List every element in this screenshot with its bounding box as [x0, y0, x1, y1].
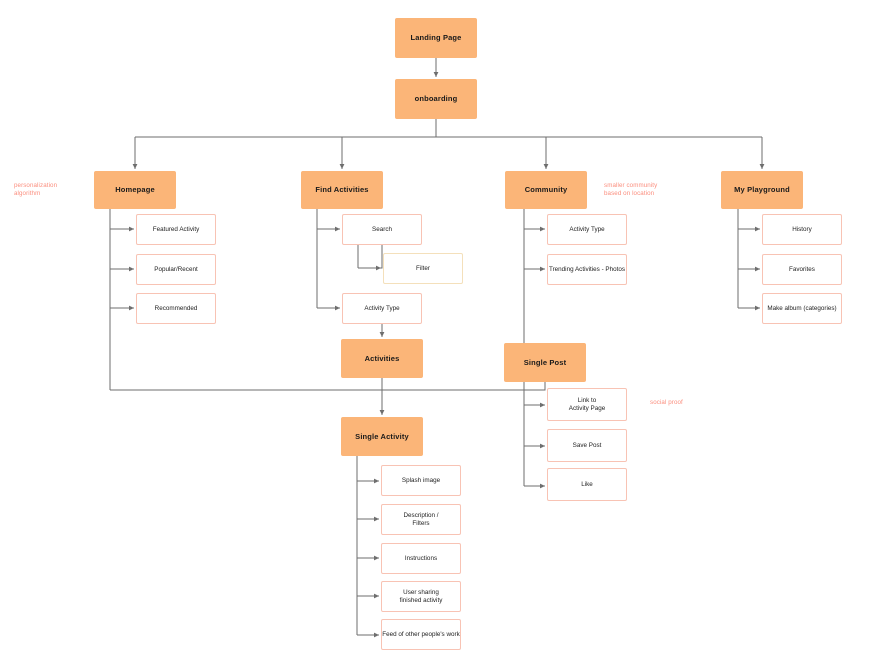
node-like[interactable]: Like — [547, 468, 627, 501]
node-filter[interactable]: Filter — [383, 253, 463, 284]
node-community[interactable]: Community — [505, 171, 587, 209]
node-label: Activities — [364, 353, 400, 363]
node-activity-type-find[interactable]: Activity Type — [342, 293, 422, 324]
annotation-smaller-community: smaller community based on location — [604, 182, 658, 198]
node-label: My Playground — [734, 185, 790, 195]
node-label: Instructions — [404, 554, 438, 562]
node-find-activities[interactable]: Find Activities — [301, 171, 383, 209]
node-featured-activity[interactable]: Featured Activity — [136, 214, 216, 245]
annotation-social-proof: social proof — [650, 399, 683, 406]
node-label: Activity Type — [364, 304, 400, 312]
node-favorites[interactable]: Favorites — [762, 254, 842, 285]
node-label: Make album (categories) — [767, 304, 837, 312]
node-single-activity[interactable]: Single Activity — [341, 417, 423, 456]
node-single-post[interactable]: Single Post — [504, 343, 586, 382]
node-trending-activities[interactable]: Trending Activities - Photos — [547, 254, 627, 285]
node-homepage[interactable]: Homepage — [94, 171, 176, 209]
node-user-sharing[interactable]: User sharing finished activity — [381, 581, 461, 612]
node-label: Link to Activity Page — [568, 396, 606, 412]
node-label: Homepage — [115, 185, 155, 195]
node-label: Activity Type — [569, 225, 605, 233]
node-label: Filter — [416, 264, 430, 272]
node-onboarding[interactable]: onboarding — [395, 79, 477, 119]
node-label: Description / Filters — [403, 511, 439, 527]
node-landing-page[interactable]: Landing Page — [395, 18, 477, 58]
node-label: Single Activity — [355, 431, 409, 441]
node-search[interactable]: Search — [342, 214, 422, 245]
node-splash-image[interactable]: Splash image — [381, 465, 461, 496]
node-label: Single Post — [523, 357, 567, 367]
node-label: Popular/Recent — [154, 265, 198, 273]
node-label: Search — [372, 225, 392, 233]
node-my-playground[interactable]: My Playground — [721, 171, 803, 209]
node-history[interactable]: History — [762, 214, 842, 245]
node-feed-of-others[interactable]: Feed of other people's work — [381, 619, 461, 650]
node-link-to-activity-page[interactable]: Link to Activity Page — [547, 388, 627, 421]
node-popular-recent[interactable]: Popular/Recent — [136, 254, 216, 285]
node-instructions[interactable]: Instructions — [381, 543, 461, 574]
node-recommended[interactable]: Recommended — [136, 293, 216, 324]
node-label: Save Post — [572, 441, 602, 449]
node-activities[interactable]: Activities — [341, 339, 423, 378]
node-label: Favorites — [789, 265, 815, 273]
node-make-album[interactable]: Make album (categories) — [762, 293, 842, 324]
node-label: Splash image — [401, 476, 441, 484]
node-label: Recommended — [154, 304, 198, 312]
node-label: Trending Activities - Photos — [548, 265, 626, 273]
node-label: User sharing finished activity — [399, 588, 443, 604]
node-label: Feed of other people's work — [382, 630, 460, 638]
node-label: History — [792, 225, 812, 233]
node-activity-type-community[interactable]: Activity Type — [547, 214, 627, 245]
node-save-post[interactable]: Save Post — [547, 429, 627, 462]
node-label: Featured Activity — [152, 225, 200, 233]
node-label: Find Activities — [315, 185, 369, 195]
node-label: onboarding — [414, 94, 458, 104]
annotation-personalization: personalization algorithm — [14, 182, 58, 198]
node-description-filters[interactable]: Description / Filters — [381, 504, 461, 535]
node-label: Community — [524, 185, 568, 195]
node-label: Landing Page — [410, 33, 462, 43]
node-label: Like — [581, 480, 593, 488]
